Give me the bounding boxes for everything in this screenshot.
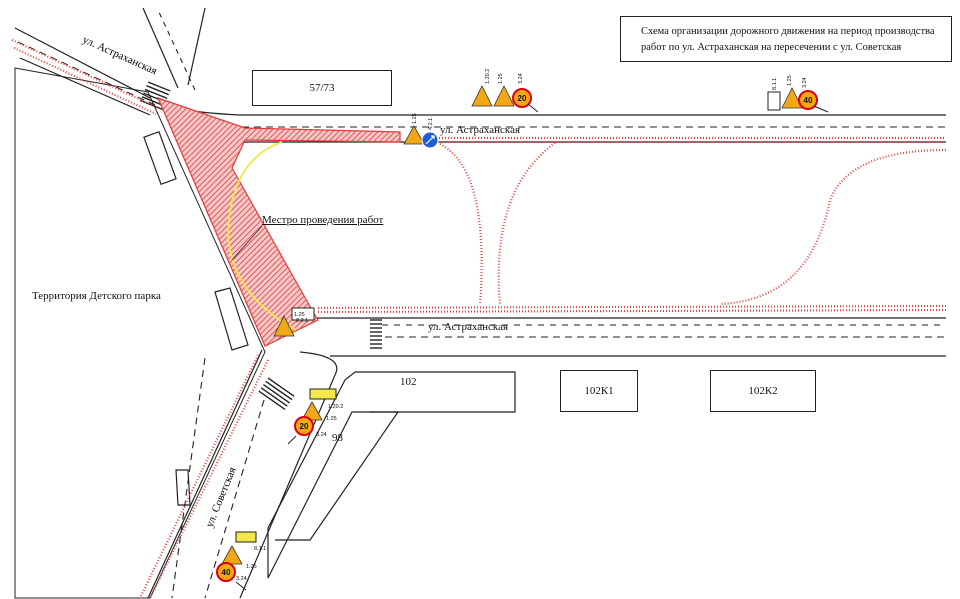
road-signs <box>216 85 829 591</box>
sign-code: 8.1.1 <box>254 546 266 552</box>
building-number: 57/73 <box>309 82 335 94</box>
sign-code: 1.25 <box>412 113 418 124</box>
building-98-label: 98 <box>332 432 343 444</box>
sign-group-4 <box>273 307 315 337</box>
sign-code: 8.1.1 <box>772 78 778 90</box>
building-102k1: 102К1 <box>560 370 638 412</box>
building-57-73: 57/73 <box>252 70 392 106</box>
scheme-title-box: Схема организации дорожного движения на … <box>620 16 952 62</box>
speed-value: 20 <box>518 94 527 103</box>
speed-limit-40b-icon <box>216 562 236 582</box>
sign-code: 3.24 <box>802 77 808 88</box>
street-label-astrakhanskaya-diag: ул. Астраханская <box>81 34 159 78</box>
sign-code: 3.24 <box>518 73 524 84</box>
street-label-sovetskaya: ул. Советская <box>204 465 239 529</box>
sign-codes: 1.20.2 1.25 3.24 8.1.1 1.25 3.24 1.25 4.… <box>236 69 808 582</box>
work-site-label: Местро проведения работ <box>262 214 384 226</box>
street-label-astrakhanskaya-top: ул. Астраханская <box>440 124 521 136</box>
park-label: Территория Детского парка <box>32 290 161 302</box>
speed-limit-20b-icon <box>294 416 314 436</box>
building-number: 102К1 <box>584 385 614 397</box>
speed-limit-40-icon <box>798 90 818 110</box>
sign-code: 3.24 <box>316 432 327 438</box>
street-label-astrakhanskaya-bottom: ул. Астраханская <box>428 321 509 333</box>
speed-value: 40 <box>222 568 231 577</box>
sign-code: 1.25 <box>787 75 793 86</box>
sign-code: 1.25 <box>294 312 305 318</box>
building-number: 102К2 <box>748 385 778 397</box>
building-102-label: 102 <box>400 376 417 388</box>
speed-value: 40 <box>804 96 813 105</box>
sign-code: 4.2.1 <box>428 118 434 130</box>
sign-code: 3.24 <box>236 576 247 582</box>
sign-code: 1.25 <box>246 564 257 570</box>
sign-code: 1.20.2 <box>328 404 343 410</box>
sign-group-6 <box>216 531 257 591</box>
sign-code: 8.2.1 <box>296 318 308 324</box>
detour-route <box>227 141 297 331</box>
work-site-leader <box>231 225 263 261</box>
sign-code: 1.25 <box>498 73 504 84</box>
sign-group-1 <box>471 85 539 113</box>
sign-group-2 <box>767 87 829 113</box>
sign-group-3 <box>403 125 439 149</box>
speed-value: 20 <box>300 422 309 431</box>
scheme-title: Схема организации дорожного движения на … <box>641 26 935 53</box>
sign-group-5 <box>287 388 337 445</box>
fences <box>11 39 947 599</box>
speed-limit-20-icon <box>512 88 532 108</box>
sign-code: 1.20.2 <box>485 69 491 84</box>
building-102k2: 102К2 <box>710 370 816 412</box>
sign-code: 1.25 <box>326 416 337 422</box>
